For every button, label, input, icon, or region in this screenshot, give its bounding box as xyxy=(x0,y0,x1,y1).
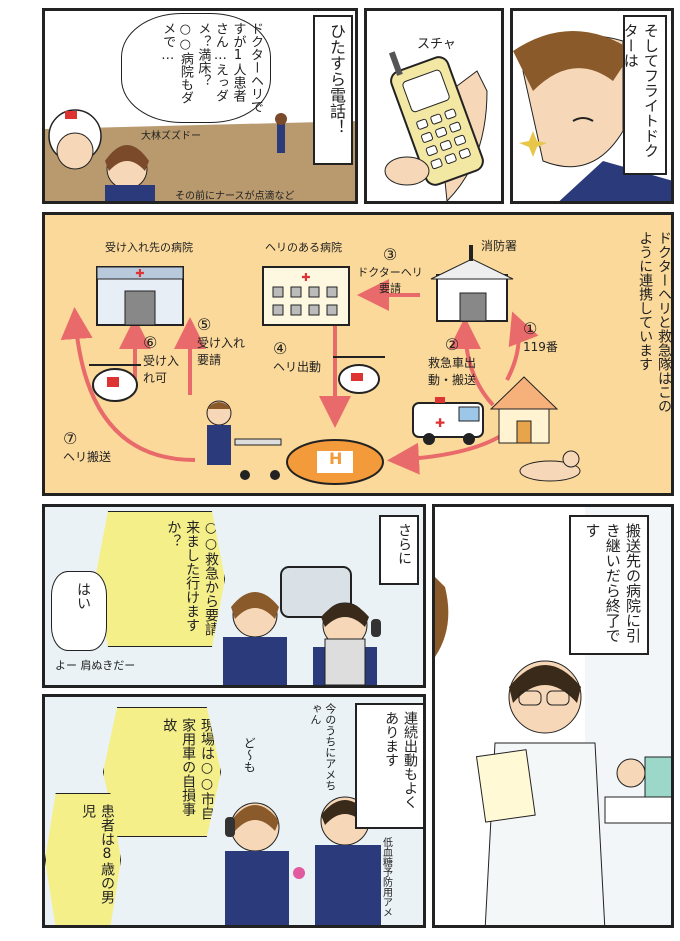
step-text: ヘリ出動 xyxy=(273,360,322,374)
panel-phone-calls: ひたすら電話！ ドクターヘリですが1人患者さん…えっダメ？満床？○○病院もダメで… xyxy=(42,8,358,204)
dest-hospital-icon: ✚ xyxy=(96,266,184,326)
ground-illustration xyxy=(45,109,355,201)
panel-request-call: ○○救急から要請来ました行けますか？ さらに はい よー 肩ぬきだー xyxy=(42,504,426,688)
panel-flight-doctor: そしてフライトドクターは xyxy=(510,8,674,204)
medic-with-stretcher-illustration xyxy=(206,400,282,480)
ambulance-icon: ✚ xyxy=(412,397,484,445)
step-number: ④ xyxy=(273,339,288,358)
step-3-label: ③ ドクターヘリ要請 xyxy=(355,245,425,296)
panel-phone: スチャ xyxy=(364,8,504,204)
phone-illustration xyxy=(384,51,488,201)
crew-candy-illustration xyxy=(225,796,381,925)
step-number: ② xyxy=(444,335,460,354)
speech-bubble: 患者は8歳の男児 xyxy=(45,793,121,925)
helicopter-icon xyxy=(89,364,141,402)
caption-box: そしてフライトドクターは xyxy=(621,15,667,175)
step-number: ⑦ xyxy=(63,429,78,448)
caption-text: ドクターヘリと救急隊はこのように連携しています xyxy=(637,231,672,413)
speech-bubble-text: ドクターヘリですが1人患者さん…えっダメ？満床？○○病院もダメで… xyxy=(160,22,263,113)
reply-bubble: はい xyxy=(51,571,107,651)
step-number: ⑤ xyxy=(197,315,212,334)
sfx-text: 今のうちにアメちゃん xyxy=(308,703,337,791)
heli-hospital-label: ヘリのある病院 xyxy=(265,241,342,254)
caption-box: 搬送先の病院に引き継いだら終了です xyxy=(569,515,649,655)
svg-text:✚: ✚ xyxy=(135,267,144,280)
heli-hospital-icon: ✚ xyxy=(262,266,350,326)
caption-text: 搬送先の病院に引き継いだら終了です xyxy=(583,523,643,643)
caption-text: 連続出動もよくあります xyxy=(383,711,418,809)
step-7-label: ⑦ ヘリ搬送 xyxy=(63,429,111,465)
patient-illustration xyxy=(519,450,581,482)
diagram-arrows xyxy=(60,279,539,475)
note-text: その前にナースが点滴など xyxy=(175,191,295,202)
panel-cooperation-diagram: 受け入れ先の病院 ✚ ヘリのある病院 ✚ 消防署 H ✚ xyxy=(42,212,674,496)
speech-bubble: 現場は○○市自家用車の自損事故 xyxy=(103,707,221,837)
svg-text:✚: ✚ xyxy=(301,271,310,284)
step-text: 救急車出動・搬送 xyxy=(427,356,476,387)
panel-consecutive-dispatch: 現場は○○市自家用車の自損事故 患者は8歳の男児 連続出動もよくあります ど〜も… xyxy=(42,694,426,928)
dest-hospital-label: 受け入れ先の病院 xyxy=(105,241,193,254)
step-5-label: ⑤ 受け入れ要請 xyxy=(197,315,247,368)
caption-box: 連続出動もよくあります xyxy=(355,703,423,829)
step-number: ③ xyxy=(382,245,398,264)
caption-text: ひたすら電話！ xyxy=(327,23,346,135)
step-1-label: ① 119番 xyxy=(523,319,558,355)
step-text: ドクターヘリ要請 xyxy=(357,266,423,295)
doctor-face-illustration xyxy=(513,31,671,201)
heliport-label: H xyxy=(329,449,343,468)
speech-bubble: ドクターヘリですが1人患者さん…えっダメ？満床？○○病院もダメで… xyxy=(121,13,271,123)
step-text: 受け入れ可 xyxy=(143,354,180,385)
sfx-text: 大林ズズドー xyxy=(141,131,201,142)
step-6-label: ⑥ 受け入れ可 xyxy=(143,333,183,386)
heliport-icon xyxy=(286,439,384,485)
helicopter-icon xyxy=(333,356,385,394)
fire-station-icon xyxy=(430,245,514,322)
speech-bubble-text: 現場は○○市自家用車の自損事故 xyxy=(161,718,215,820)
speech-bubble: ○○救急から要請来ました行けますか？ xyxy=(95,511,225,647)
sfx-text: スチャ xyxy=(417,37,456,52)
step-number: ⑥ xyxy=(143,333,158,352)
caption-box: ひたすら電話！ xyxy=(313,15,353,165)
step-4-label: ④ ヘリ出動 xyxy=(273,339,321,375)
caption-text: さらに xyxy=(396,523,412,565)
speech-bubble-text: 患者は8歳の男児 xyxy=(80,804,115,904)
sfx-text: ど〜も xyxy=(242,737,257,773)
panel-handover: 搬送先の病院に引き継いだら終了です xyxy=(432,504,674,928)
caption-text: そしてフライトドクターは xyxy=(621,23,660,158)
step-text: 受け入れ要請 xyxy=(197,336,246,367)
step-number: ① xyxy=(523,319,538,338)
svg-text:✚: ✚ xyxy=(435,416,445,430)
house-icon xyxy=(489,376,559,444)
pilots-illustration xyxy=(223,566,381,685)
sfx-text: 低血糖予防用アメ xyxy=(380,837,392,917)
reply-text: はい xyxy=(75,582,91,610)
step-2-label: ② 救急車出動・搬送 xyxy=(417,335,487,388)
step-text: ヘリ搬送 xyxy=(63,450,112,464)
speech-bubble-text: ○○救急から要請来ました行けますか？ xyxy=(165,520,219,636)
caption-box: さらに xyxy=(379,515,419,585)
mutter-text: よー 肩ぬきだー xyxy=(55,659,136,672)
step-text: 119番 xyxy=(523,340,558,354)
fire-station-label: 消防署 xyxy=(481,239,518,253)
